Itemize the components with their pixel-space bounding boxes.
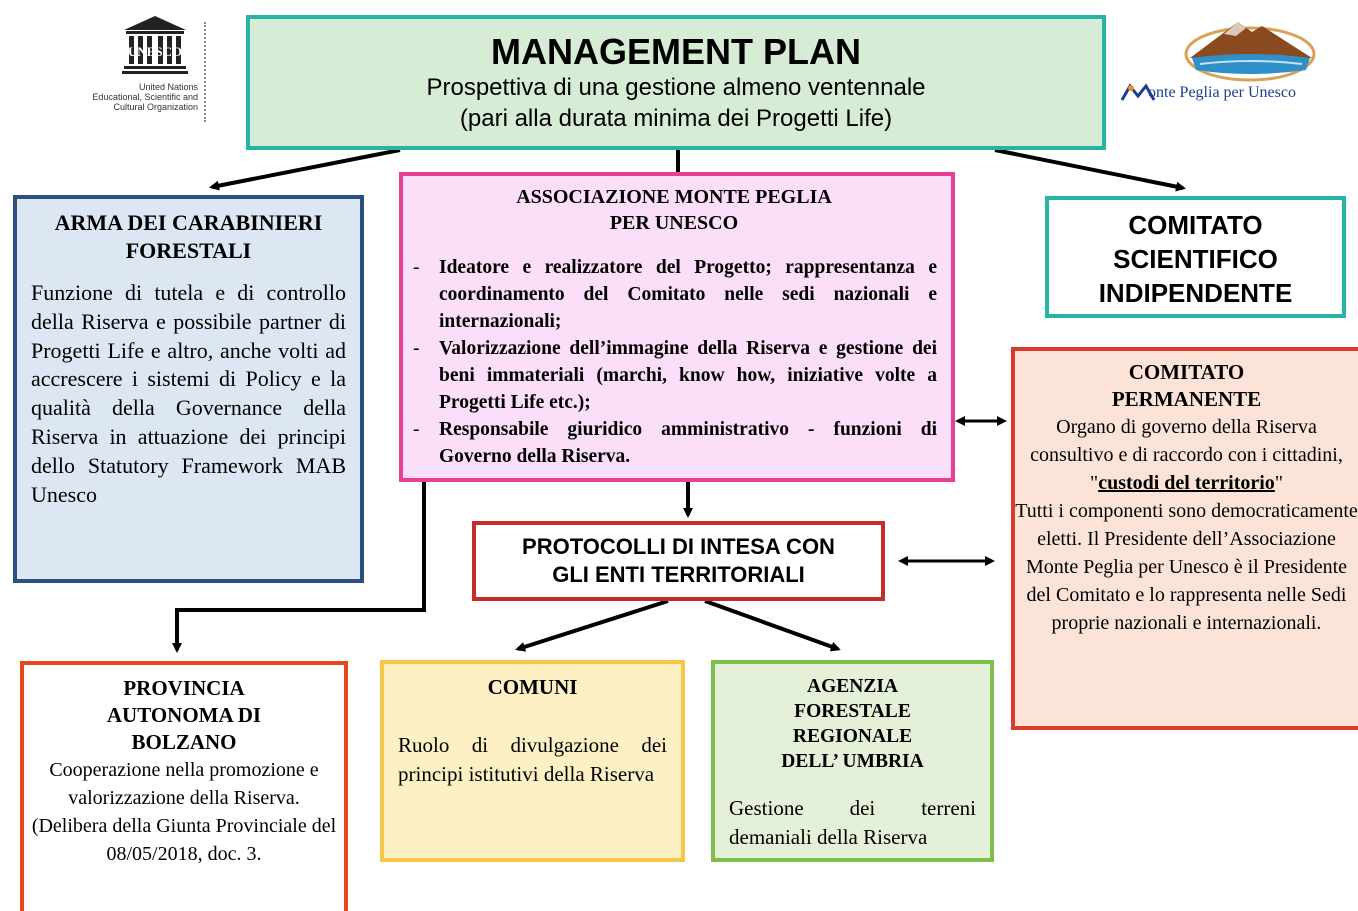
management-plan-box: MANAGEMENT PLAN Prospettiva di una gesti… bbox=[246, 15, 1106, 150]
arrow-protocolli-to-agenzia bbox=[704, 599, 841, 652]
unesco-caption-line: United Nations bbox=[138, 82, 198, 92]
comitato-permanente-description: Organo di governo della Riserva consulti… bbox=[1015, 413, 1358, 637]
comitato-permanente-box: COMITATO PERMANENTE Organo di governo de… bbox=[1011, 347, 1358, 730]
bullet-dash: - bbox=[413, 338, 420, 359]
associazione-item-text: Ideatore e realizzatore del Progetto; ra… bbox=[439, 257, 937, 332]
unesco-caption: United Nations Educational, Scientific a… bbox=[86, 82, 198, 112]
comitato-permanente-title: COMITATO PERMANENTE bbox=[1015, 359, 1358, 413]
associazione-title-line: ASSOCIAZIONE MONTE PEGLIA bbox=[516, 186, 832, 208]
bullet-dash: - bbox=[413, 257, 420, 278]
associazione-title-line: PER UNESCO bbox=[609, 212, 739, 234]
comitato-scientifico-line: SCIENTIFICO bbox=[1113, 244, 1278, 274]
agenzia-title: AGENZIA FORESTALE REGIONALE DELL’ UMBRIA bbox=[729, 674, 976, 774]
comitato-scientifico-box: COMITATO SCIENTIFICO INDIPENDENTE bbox=[1045, 196, 1346, 318]
management-plan-title: MANAGEMENT PLAN bbox=[491, 31, 861, 72]
protocolli-title-line: PROTOCOLLI DI INTESA CON bbox=[522, 534, 835, 559]
bullet-dash: - bbox=[413, 419, 420, 440]
provincia-description: Cooperazione nella promozione e valorizz… bbox=[31, 759, 337, 865]
mountain-icon bbox=[1184, 22, 1316, 82]
associazione-item: -Responsabile giuridico amministrativo -… bbox=[411, 416, 937, 470]
unesco-wordmark: UNESCO bbox=[128, 44, 182, 59]
comitato-scientifico-line: COMITATO bbox=[1128, 210, 1263, 240]
unesco-temple-icon: UNESCO bbox=[122, 16, 188, 74]
provincia-title: PROVINCIA AUTONOMA DI BOLZANO bbox=[24, 675, 344, 756]
monte-peglia-logo-text: onte Peglia per Unesco bbox=[1148, 84, 1296, 101]
provincia-title-line: PROVINCIA bbox=[123, 676, 245, 700]
associazione-item: -Ideatore e realizzatore del Progetto; r… bbox=[411, 254, 937, 335]
comitato-scientifico-line: INDIPENDENTE bbox=[1098, 278, 1293, 308]
comitato-permanente-text: Organo di governo della Riserva consulti… bbox=[1030, 416, 1343, 466]
arrow-mp-to-comitato-scientifico bbox=[994, 148, 1186, 192]
unesco-divider bbox=[204, 22, 208, 122]
agenzia-description: Gestione dei terreni demaniali della Ris… bbox=[729, 796, 976, 849]
quote-mark: " bbox=[1090, 472, 1099, 494]
associazione-title: ASSOCIAZIONE MONTE PEGLIA PER UNESCO bbox=[411, 184, 937, 236]
agenzia-title-line: DELL’ UMBRIA bbox=[781, 751, 924, 772]
comuni-box: COMUNI Ruolo di divulgazione dei princip… bbox=[380, 660, 685, 862]
monte-peglia-logo: onte Peglia per Unesco bbox=[1120, 14, 1352, 112]
provincia-box: PROVINCIA AUTONOMA DI BOLZANO Cooperazio… bbox=[20, 661, 348, 911]
peglia-m-icon bbox=[1120, 83, 1156, 101]
agenzia-box: AGENZIA FORESTALE REGIONALE DELL’ UMBRIA… bbox=[711, 660, 994, 862]
protocolli-title-line: GLI ENTI TERRITORIALI bbox=[552, 562, 805, 587]
arrow-associazione-to-provincia bbox=[172, 482, 426, 653]
arrow-mp-to-carabinieri bbox=[209, 148, 401, 191]
carabinieri-box: ARMA DEI CARABINIERI FORESTALI Funzione … bbox=[13, 195, 364, 583]
carabinieri-description: Funzione di tutela e di controllo della … bbox=[31, 280, 346, 507]
associazione-box: ASSOCIAZIONE MONTE PEGLIA PER UNESCO -Id… bbox=[399, 172, 955, 482]
protocolli-title: PROTOCOLLI DI INTESA CON GLI ENTI TERRIT… bbox=[476, 533, 881, 589]
protocolli-box: PROTOCOLLI DI INTESA CON GLI ENTI TERRIT… bbox=[472, 521, 885, 601]
management-plan-subtitle: (pari alla durata minima dei Progetti Li… bbox=[459, 105, 893, 132]
comuni-description: Ruolo di divulgazione dei principi istit… bbox=[398, 733, 667, 786]
comuni-title: COMUNI bbox=[487, 675, 578, 699]
unesco-logo: UNESCO United Nations Educational, Scien… bbox=[86, 12, 212, 124]
custodi-del-territorio: custodi del territorio bbox=[1098, 472, 1275, 494]
associazione-item-text: Valorizzazione dell’immagine della Riser… bbox=[439, 338, 937, 413]
agenzia-title-line: FORESTALE bbox=[794, 701, 911, 722]
management-plan-subtitle: Prospettiva di una gestione almeno vente… bbox=[426, 74, 926, 101]
custodi-line: "custodi del territorio" bbox=[1015, 469, 1358, 497]
agenzia-title-line: REGIONALE bbox=[792, 726, 913, 747]
provincia-title-line: AUTONOMA DI bbox=[106, 703, 262, 727]
associazione-item-text: Responsabile giuridico amministrativo - … bbox=[439, 419, 937, 467]
unesco-caption-line: Cultural Organization bbox=[113, 102, 198, 112]
unesco-caption-line: Educational, Scientific and bbox=[92, 92, 198, 102]
quote-mark: " bbox=[1274, 472, 1283, 494]
comitato-permanente-text: Tutti i componenti sono democraticamente… bbox=[1015, 500, 1358, 634]
arrow-protocolli-to-comuni bbox=[515, 599, 669, 652]
associazione-item: -Valorizzazione dell’immagine della Rise… bbox=[411, 335, 937, 416]
comitato-permanente-title-line: PERMANENTE bbox=[1111, 387, 1262, 411]
carabinieri-title: ARMA DEI CARABINIERI FORESTALI bbox=[54, 210, 323, 263]
provincia-title-line: BOLZANO bbox=[131, 730, 237, 754]
comitato-scientifico-title: COMITATO SCIENTIFICO INDIPENDENTE bbox=[1049, 208, 1342, 310]
agenzia-title-line: AGENZIA bbox=[806, 676, 899, 697]
comitato-permanente-title-line: COMITATO bbox=[1128, 360, 1245, 384]
